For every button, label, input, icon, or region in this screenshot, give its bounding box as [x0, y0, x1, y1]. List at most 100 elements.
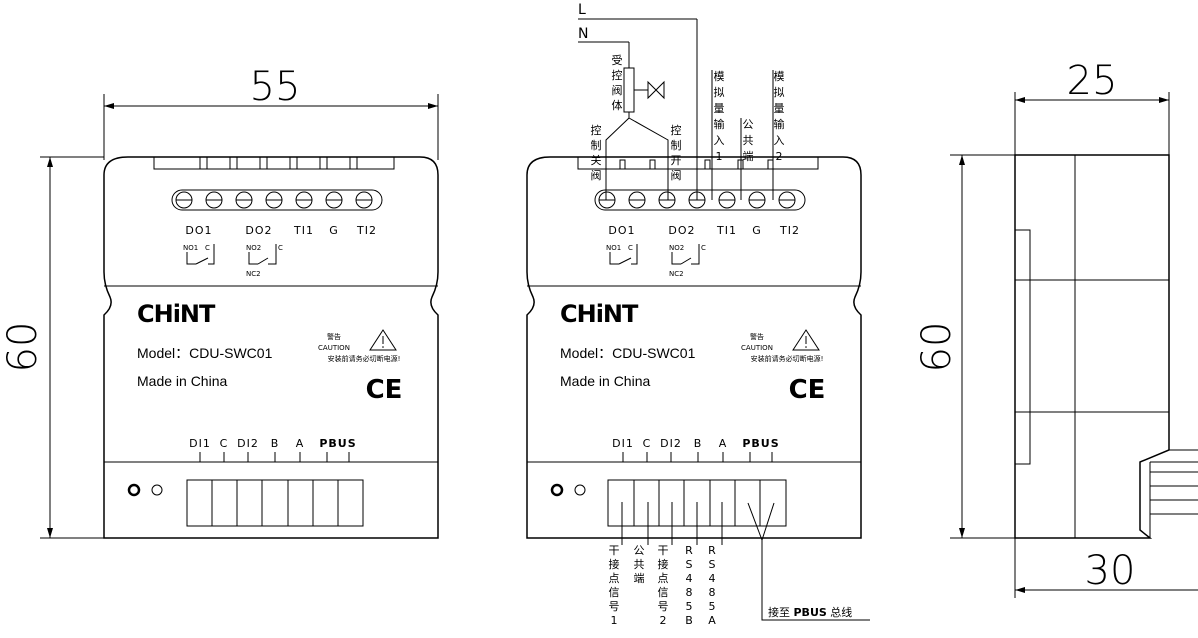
rsa-5: A: [708, 614, 716, 627]
ai2-4: 入: [774, 134, 785, 147]
dc2-3: 信: [658, 586, 669, 599]
rsa-0: R: [708, 544, 716, 557]
side-view: 25 60 30: [914, 58, 1198, 598]
brand-logo: CHiNT: [137, 300, 216, 328]
terminal-pbus: PBUS: [319, 437, 356, 450]
valve-label-3: 体: [612, 98, 623, 112]
warning-triangle-icon: [369, 329, 397, 351]
top-terminal-strip-2: [594, 189, 806, 211]
relay-no2-2: NO2: [669, 244, 684, 252]
model-text-2: Model：CDU-SWC01: [560, 345, 696, 361]
relay-c1-2: C: [628, 244, 633, 252]
bottom-terminal-block: [186, 479, 364, 527]
pbus-label: 接至 PBUS 总线: [768, 605, 852, 619]
housing-outline: [103, 156, 439, 539]
close-valve-1: 制: [591, 139, 602, 152]
top-fins: [153, 156, 395, 170]
valve-icon: [634, 80, 665, 100]
dc1-3: 信: [609, 586, 620, 599]
bcom-2: 端: [634, 572, 645, 585]
side-body: [1014, 154, 1170, 539]
warning-text: 安装前请务必切断电源!: [328, 354, 401, 363]
ai2-2: 量: [774, 102, 785, 115]
top-terminal-strip: [171, 189, 383, 211]
dc2-2: 点: [658, 572, 669, 585]
rsb-5: B: [685, 614, 693, 627]
bcom-1: 共: [634, 558, 645, 571]
warning-text-2: 安装前请务必切断电源!: [751, 354, 824, 363]
ai1-0: 模: [714, 70, 725, 83]
common-1: 共: [743, 134, 754, 147]
origin-text: Made in China: [137, 373, 227, 389]
terminal-pbus-2: PBUS: [742, 437, 779, 450]
terminal-di2: DI2: [237, 437, 259, 450]
supply-l: L: [578, 2, 586, 18]
warning-triangle-icon-2: [792, 329, 820, 351]
valve-label-0: 受: [612, 54, 623, 67]
terminal-ti1: TI1: [293, 224, 314, 237]
side-terminal-block: [1149, 449, 1198, 538]
height-value: 60: [0, 322, 46, 373]
warning-en: CAUTION: [318, 344, 350, 352]
top-fins-2: [577, 156, 819, 170]
housing-outline-2: [526, 156, 862, 539]
terminal-g: G: [329, 224, 339, 237]
terminal-a: A: [296, 437, 305, 450]
wiring-view: L N 受 控 阀 体 控 制 关 阀 控 制 开 阀 模 拟: [526, 2, 870, 627]
width-value: 55: [250, 64, 301, 110]
open-valve-2: 开: [671, 154, 682, 167]
common-0: 公: [743, 118, 754, 131]
ai1-2: 量: [714, 102, 725, 115]
model-text: Model：CDU-SWC01: [137, 345, 273, 361]
close-valve-2: 关: [591, 153, 602, 167]
valve-label-2: 阀: [612, 83, 623, 97]
terminal-g-2: G: [752, 224, 762, 237]
relay-schematic-2: NO1 C NO2 C NC2: [606, 244, 706, 278]
warning-en-2: CAUTION: [741, 344, 773, 352]
rsb-1: S: [686, 558, 693, 571]
terminal-do2-2: DO2: [668, 224, 695, 237]
terminal-ti2: TI2: [356, 224, 377, 237]
analog-wires: [711, 70, 774, 200]
bottom-terminal-ticks: [199, 452, 350, 462]
relay-nc2-2: NC2: [669, 270, 684, 278]
dc2-0: 干: [658, 544, 669, 557]
dc2-5: 2: [660, 614, 667, 627]
dc2-1: 接: [658, 558, 669, 571]
indicator-led-2: [151, 484, 163, 496]
rsa-3: 8: [709, 586, 716, 599]
valve-leads: [605, 112, 669, 200]
open-valve-0: 控: [671, 123, 682, 137]
open-valve-1: 制: [671, 139, 682, 152]
dc1-5: 1: [611, 614, 618, 627]
relay-c2-2: C: [701, 244, 706, 252]
relay-schematic: NO1 C NO2 C NC2: [183, 244, 283, 278]
bottom-terminal-block-2: [607, 479, 787, 527]
relay-no2: NO2: [246, 244, 261, 252]
ai2-0: 模: [774, 70, 785, 83]
terminal-di1: DI1: [189, 437, 211, 450]
valve-body: [623, 67, 635, 113]
supply-n: N: [578, 26, 588, 42]
relay-c2: C: [278, 244, 283, 252]
valve-label-1: 控: [612, 68, 623, 82]
terminal-do1-2: DO1: [608, 224, 635, 237]
terminal-c: C: [220, 437, 229, 450]
dc1-0: 干: [609, 544, 620, 557]
terminal-b: B: [271, 437, 280, 450]
dc1-1: 接: [609, 558, 620, 571]
ce-mark: CE: [366, 375, 403, 405]
open-valve-3: 阀: [671, 168, 682, 182]
relay-c1: C: [205, 244, 210, 252]
depth-bottom-arrow: [1015, 587, 1025, 593]
relay-no1: NO1: [183, 244, 198, 252]
rsb-3: 8: [686, 586, 693, 599]
rsb-2: 4: [686, 572, 693, 585]
ai2-3: 输: [774, 117, 785, 131]
fin-slots-2: [619, 159, 774, 170]
bcom-0: 公: [634, 544, 645, 557]
dc2-4: 号: [658, 600, 669, 613]
bottom-wires: [621, 502, 723, 545]
relay-no1-2: NO1: [606, 244, 621, 252]
